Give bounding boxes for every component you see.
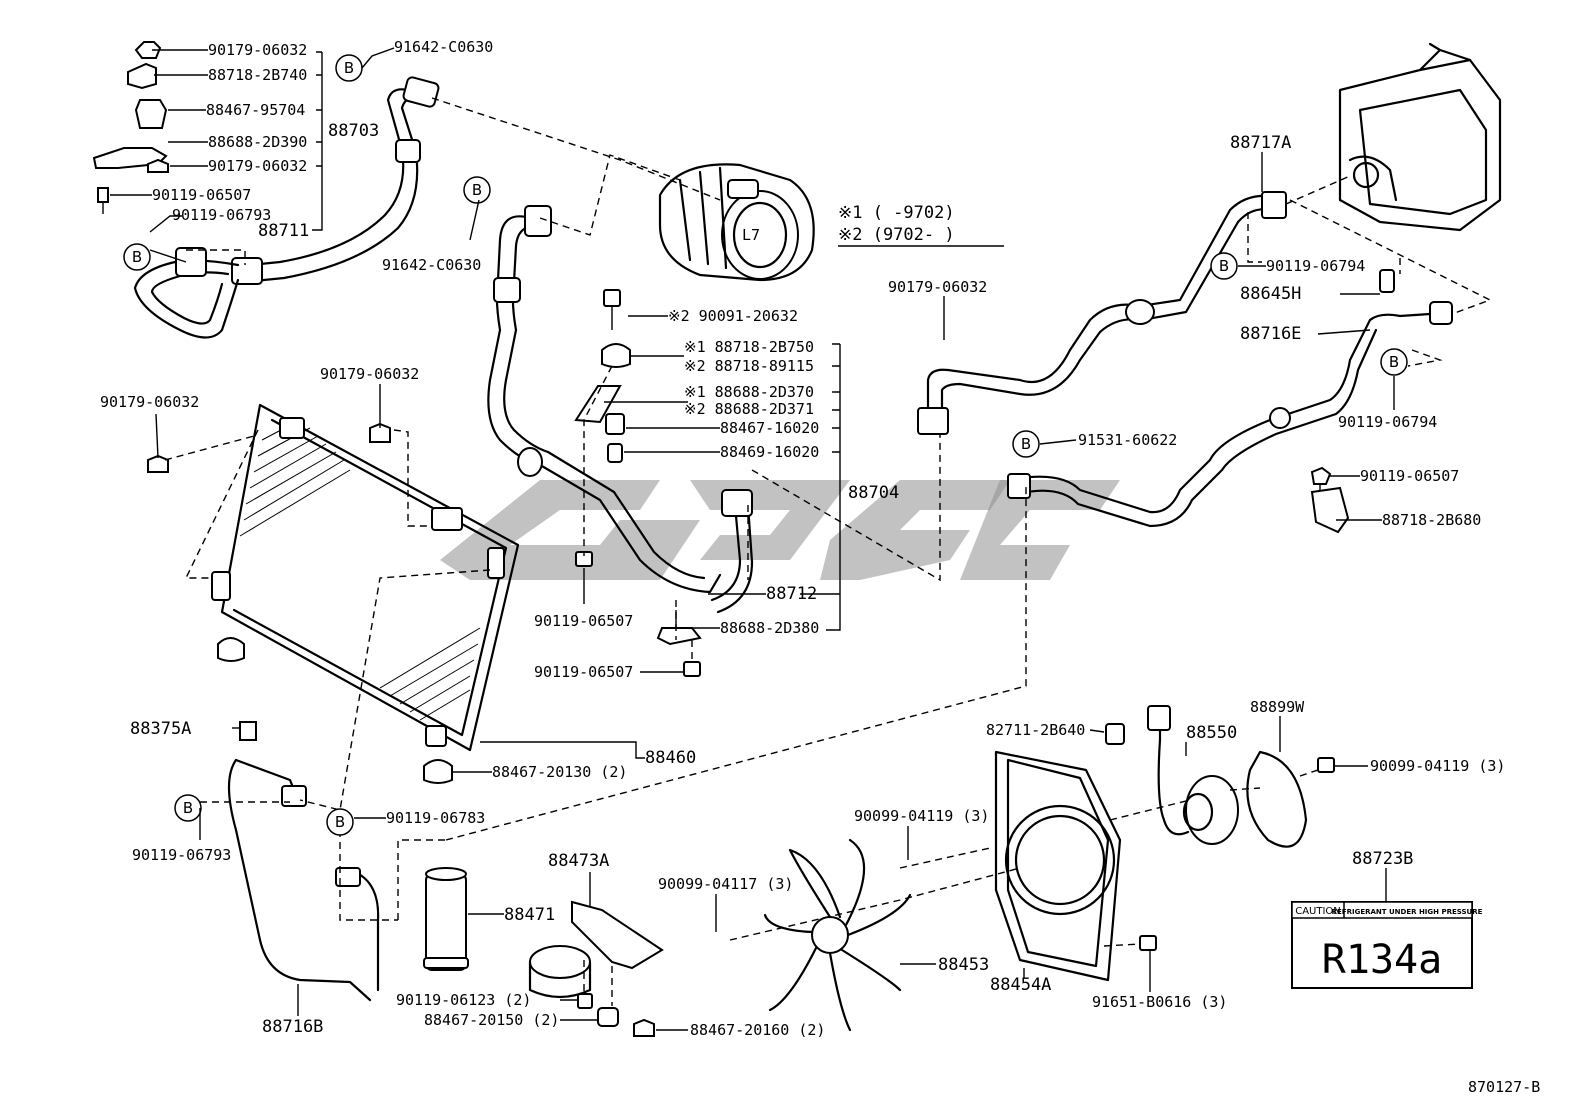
part-label: 88899W xyxy=(1250,698,1305,716)
part-label: 88717A xyxy=(1230,133,1291,153)
assembly-label: 88703 xyxy=(328,121,379,141)
ref-circle-text: B xyxy=(344,59,354,77)
part-label: 90179-06032 xyxy=(208,41,307,59)
ref-circle-b: B xyxy=(1210,252,1238,280)
top-left-fasteners xyxy=(92,41,169,214)
part-label: 90119-06794 xyxy=(1338,413,1437,431)
part-label: 82711-2B640 xyxy=(986,721,1085,739)
ref-circle-text: B xyxy=(1021,435,1031,453)
part-label: 88375A xyxy=(130,719,191,739)
part-label: 90179-06032 xyxy=(320,365,419,383)
pipe-88716E xyxy=(1007,269,1453,534)
part-label: 88467-95704 xyxy=(206,101,305,119)
part-label: 88550 xyxy=(1186,723,1237,743)
caution-label-refrigerant: R134a xyxy=(1322,937,1442,983)
part-label: 90119-06793 xyxy=(172,206,271,224)
remarks: ※1 ( -9702) ※2 (9702- ) xyxy=(838,203,1004,247)
part-label: 88473A xyxy=(548,851,609,871)
part-label: 90119-06783 xyxy=(386,809,485,827)
part-label: 90119-06507 xyxy=(152,186,251,204)
part-label: 91651-B0616 (3) xyxy=(1092,993,1227,1011)
part-label: 88467-20150 (2) xyxy=(424,1011,559,1029)
part-label: 88711 xyxy=(258,221,309,241)
ref-circle-b: B xyxy=(174,794,202,822)
ref-circle-text: B xyxy=(183,799,193,817)
part-label: 88645H xyxy=(1240,284,1301,304)
part-label: 90119-06507 xyxy=(534,612,633,630)
part-label: ※2 90091-20632 xyxy=(668,307,798,325)
part-label: ※1 88688-2D370 xyxy=(684,383,814,401)
ref-circle-b: B xyxy=(123,243,151,271)
part-label: 90119-06794 xyxy=(1266,257,1365,275)
receiver-88471 xyxy=(423,867,469,971)
part-label: ※2 88718-89115 xyxy=(684,357,814,375)
caution-label-text: REFRIGERANT UNDER HIGH PRESSURE xyxy=(1332,908,1483,916)
assembly-label: 88704 xyxy=(848,483,899,503)
part-label: 88467-16020 xyxy=(720,419,819,437)
part-label: 90099-04119 (3) xyxy=(854,807,989,825)
part-label: 88716E xyxy=(1240,324,1301,344)
part-label: 88454A xyxy=(990,975,1051,995)
part-label: 90119-06123 (2) xyxy=(396,991,531,1009)
evaporator-unit xyxy=(1338,42,1502,232)
remark-2: ※2 (9702- ) xyxy=(838,225,955,245)
pipe-88717A xyxy=(917,191,1287,435)
condenser xyxy=(147,403,520,784)
part-label: 90119-06507 xyxy=(1360,467,1459,485)
ref-circle-text: B xyxy=(335,813,345,831)
part-label: 88716B xyxy=(262,1017,323,1037)
part-label: ※1 88718-2B750 xyxy=(684,338,814,356)
part-label: 88688-2D380 xyxy=(720,619,819,637)
ref-circle-b: B xyxy=(463,176,491,204)
part-label: 90179-06032 xyxy=(888,278,987,296)
part-label: 90099-04117 (3) xyxy=(658,875,793,893)
fan-88453 xyxy=(763,838,912,1032)
part-label: 90119-06507 xyxy=(534,663,633,681)
ref-circles: B B B B B B B B xyxy=(123,54,1408,836)
part-label: 90119-06793 xyxy=(132,846,231,864)
ref-circle-text: B xyxy=(472,181,482,199)
part-label: 88688-2D390 xyxy=(208,133,307,151)
part-label: ※2 88688-2D371 xyxy=(684,400,814,418)
shroud-88454A xyxy=(994,750,1157,982)
remark-1: ※1 ( -9702) xyxy=(838,203,955,223)
part-label: 88712 xyxy=(766,584,817,604)
part-label: 88453 xyxy=(938,955,989,975)
part-label: 90099-04119 (3) xyxy=(1370,757,1505,775)
ref-circle-b: B xyxy=(335,54,363,82)
part-label: 90179-06032 xyxy=(100,393,199,411)
ref-circle-text: B xyxy=(132,248,142,266)
part-label: 88467-20130 (2) xyxy=(492,763,627,781)
motor-88550 xyxy=(1105,705,1335,848)
part-labels: 90179-06032 88718-2B740 88467-95704 8868… xyxy=(100,38,1540,1096)
discharge-hose-88712 xyxy=(487,205,754,614)
ref-circle-text: B xyxy=(1389,353,1399,371)
ref-circle-b: B xyxy=(1380,348,1408,376)
part-label: 91642-C0630 xyxy=(394,38,493,56)
compressor: L7 xyxy=(658,163,815,282)
part-label: 88467-20160 (2) xyxy=(690,1021,825,1039)
assembly-label: 88460 xyxy=(645,748,696,768)
part-label: 88723B xyxy=(1352,849,1413,869)
caution-label-caution: CAUTION xyxy=(1295,906,1341,917)
part-label: 91642-C0630 xyxy=(382,256,481,274)
suction-hose-88711 xyxy=(133,76,440,339)
svg-text:L7: L7 xyxy=(742,226,760,244)
part-label: 88718-2B680 xyxy=(1382,511,1481,529)
diagram-ref-code: 870127-B xyxy=(1468,1078,1540,1096)
ref-circle-b: B xyxy=(1012,430,1040,458)
part-label: 88469-16020 xyxy=(720,443,819,461)
ref-circle-b: B xyxy=(326,808,354,836)
bracket-88473A xyxy=(528,900,664,1037)
part-label: 91531-60622 xyxy=(1078,431,1177,449)
liquid-pipe-88716B xyxy=(227,721,380,1002)
part-label: 88718-2B740 xyxy=(208,66,307,84)
dashed-guide-lines xyxy=(164,97,1492,1006)
part-label: 88471 xyxy=(504,905,555,925)
part-label: 90179-06032 xyxy=(208,157,307,175)
ref-circle-text: B xyxy=(1219,257,1229,275)
leader-lines xyxy=(110,47,1395,1031)
caution-label: CAUTION REFRIGERANT UNDER HIGH PRESSURE … xyxy=(1291,868,1483,989)
